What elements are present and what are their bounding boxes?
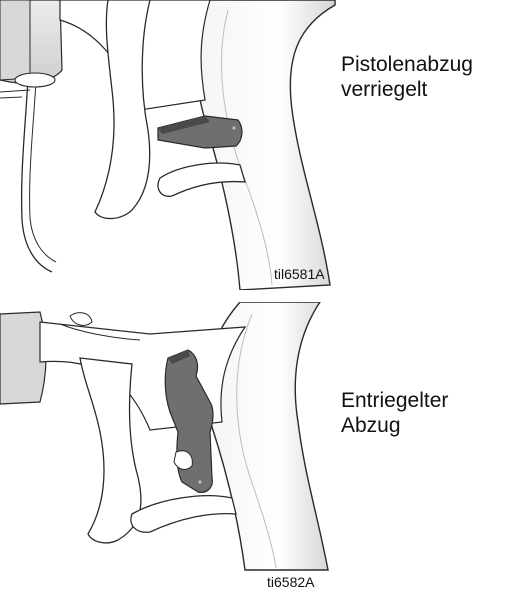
callout-line-2: Abzug bbox=[341, 413, 448, 438]
trigger-guard bbox=[131, 496, 236, 533]
figure-id: ti6582A bbox=[267, 574, 314, 590]
gun-frame bbox=[40, 322, 245, 430]
spray-gun-illustration-locked bbox=[0, 0, 340, 290]
callout-line-1: Entriegelter bbox=[341, 388, 448, 413]
gun-head bbox=[0, 312, 46, 404]
figure-locked-trigger: Pistolenabzug verriegelt til6581A bbox=[0, 0, 512, 290]
figure-id: til6581A bbox=[274, 266, 325, 282]
callout-line-2: verriegelt bbox=[341, 77, 473, 102]
callout-line-1: Pistolenabzug bbox=[341, 52, 473, 77]
spray-gun-illustration-unlocked bbox=[0, 302, 340, 572]
figure-unlocked-trigger: Entriegelter Abzug ti6582A bbox=[0, 302, 512, 597]
callout-label: Entriegelter Abzug bbox=[341, 388, 448, 438]
callout-label: Pistolenabzug verriegelt bbox=[341, 52, 473, 102]
trigger-lock-locked bbox=[158, 116, 242, 148]
